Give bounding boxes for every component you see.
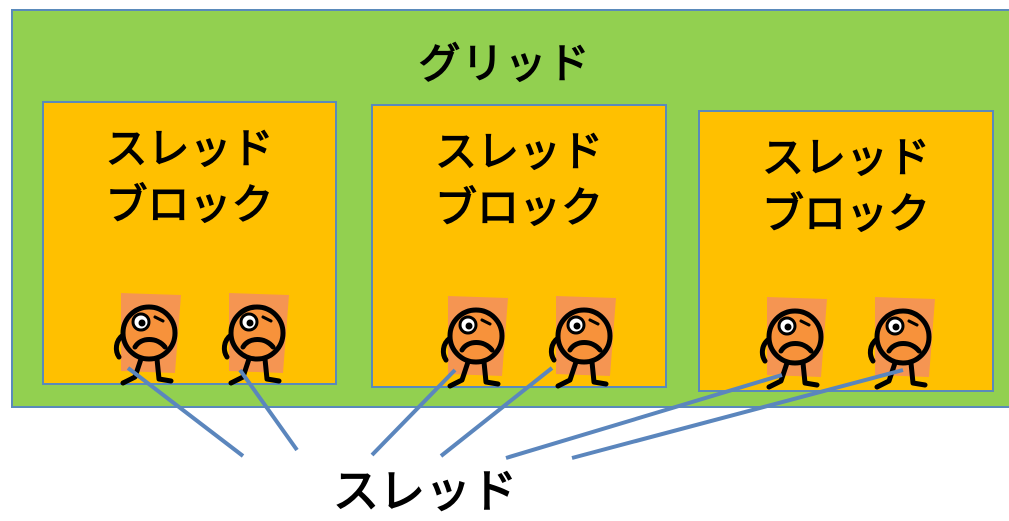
thread-block-2: スレッド ブロック: [371, 104, 667, 388]
grid-label: グリッド: [418, 39, 591, 88]
thread-block-3: スレッド ブロック: [698, 110, 994, 392]
block-label-line1: スレッド: [761, 133, 930, 182]
block-label: スレッド ブロック: [700, 130, 992, 242]
thread-block-1: スレッド ブロック: [42, 101, 337, 385]
connector-line: [505, 373, 783, 460]
connector-line: [126, 366, 245, 458]
connector-line: [238, 368, 299, 452]
threads-label: スレッド: [333, 464, 517, 518]
block-label-line2: ブロック: [434, 183, 603, 232]
connector-line: [439, 366, 554, 458]
block-label: スレッド ブロック: [44, 121, 335, 233]
block-label-line1: スレッド: [434, 127, 603, 176]
block-label-line2: ブロック: [105, 180, 274, 229]
connector-line: [571, 368, 904, 460]
block-label-line1: スレッド: [105, 124, 274, 173]
block-label: スレッド ブロック: [373, 124, 665, 236]
block-label-line2: ブロック: [761, 189, 930, 238]
connector-line: [370, 368, 457, 457]
